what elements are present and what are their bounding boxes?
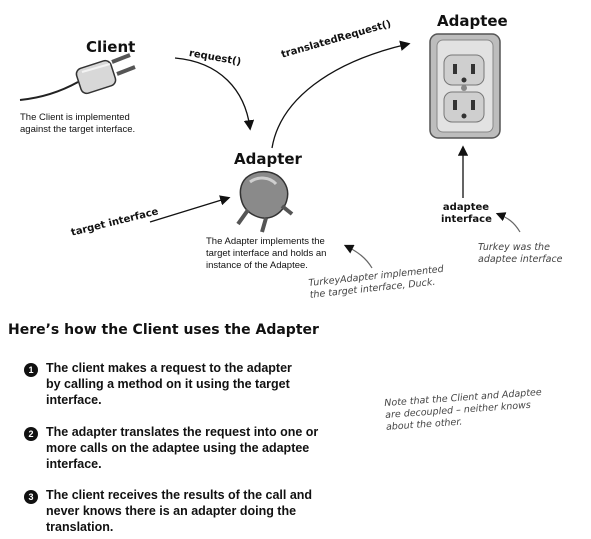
client-title: Client [86, 38, 136, 56]
adaptee-title: Adaptee [437, 12, 508, 30]
adapter-note: The Adapter implements the target interf… [206, 236, 327, 271]
step-2-text: The adapter translates the request into … [46, 425, 319, 471]
adapter-title: Adapter [234, 150, 302, 168]
adaptee-outlet-icon [429, 33, 501, 139]
turkey-adaptee-note: Turkey was the adaptee interface [478, 242, 563, 265]
turkey-adaptee-pointer [495, 212, 521, 233]
section-heading: Here’s how the Client uses the Adapter [8, 322, 319, 338]
request-arrow [174, 57, 255, 131]
translated-request-arrow [271, 40, 411, 149]
step-3-number: 3 [24, 490, 38, 504]
turkey-adapter-pointer [343, 244, 373, 269]
step-1-text: The client makes a request to the adapte… [46, 361, 292, 407]
adaptee-interface-label: adaptee interface [441, 202, 492, 225]
step-3-text: The client receives the results of the c… [46, 488, 313, 534]
client-plug-icon [19, 53, 136, 101]
adapter-plug-icon [236, 170, 294, 233]
step-2-number: 2 [24, 427, 38, 441]
step-1-number: 1 [24, 363, 38, 377]
client-note: The Client is implemented against the ta… [20, 112, 136, 135]
target-interface-arrow [149, 195, 231, 223]
